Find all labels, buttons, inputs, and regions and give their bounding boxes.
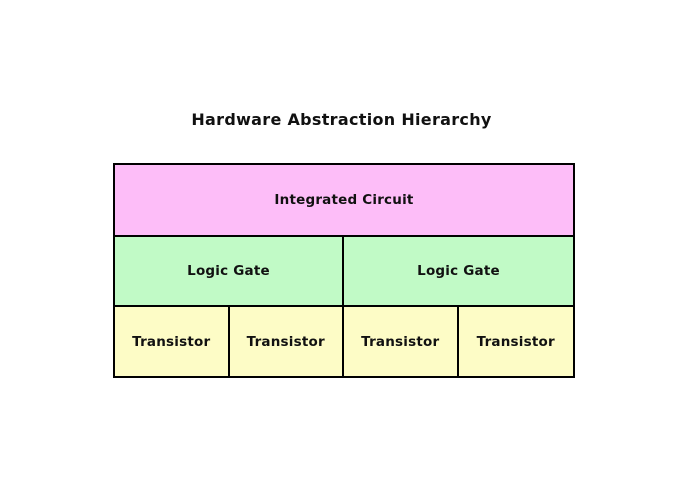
block-integrated-circuit: Integrated Circuit — [115, 165, 573, 237]
block-transistor-2: Transistor — [229, 307, 344, 376]
diagram-title: Hardware Abstraction Hierarchy — [191, 110, 492, 129]
block-logic-gate-1: Logic Gate — [115, 237, 344, 307]
hierarchy-diagram: Integrated Circuit Logic Gate Logic Gate… — [113, 163, 575, 378]
block-transistor-3: Transistor — [344, 307, 459, 376]
block-logic-gate-2: Logic Gate — [344, 237, 573, 307]
block-transistor-4: Transistor — [458, 307, 573, 376]
block-transistor-1: Transistor — [115, 307, 230, 376]
